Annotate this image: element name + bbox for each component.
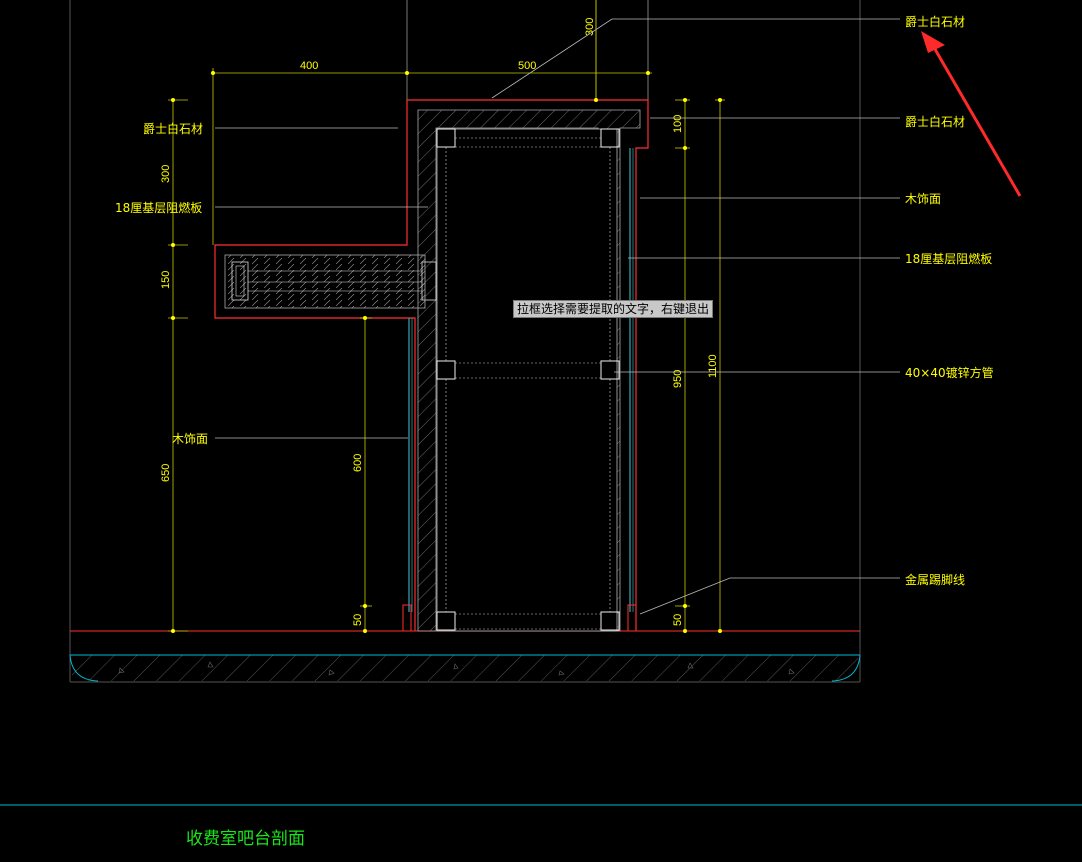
callout-wood-finish-left: 木饰面 [172, 432, 208, 446]
dimension-lines [168, 0, 725, 632]
dim-950: 950 [672, 370, 684, 388]
dim-150-left: 150 [160, 271, 172, 289]
dim-1100: 1100 [707, 354, 719, 378]
callout-jazz-stone-top: 爵士白石材 [905, 14, 965, 29]
dim-400: 400 [300, 60, 318, 72]
callout-steel-tube: 40×40镀锌方管 [905, 365, 994, 380]
leader-lines [215, 18, 900, 615]
dim-300-left: 300 [160, 165, 172, 183]
callout-jazz-stone-right: 爵士白石材 [905, 114, 965, 129]
floor-slab [69, 630, 861, 682]
callout-metal-skirting: 金属踢脚线 [905, 572, 965, 587]
counter-section [214, 99, 649, 632]
dim-600: 600 [352, 454, 364, 472]
callout-plywood-18-left: 18厘基层阻燃板 [115, 200, 202, 215]
dim-650-left: 650 [160, 464, 172, 482]
dimension-ticks [171, 71, 722, 633]
dim-50-right: 50 [672, 614, 684, 626]
dim-100-right: 100 [672, 115, 684, 133]
dim-50-inner: 50 [352, 614, 364, 626]
callout-wood-finish-right: 木饰面 [905, 192, 941, 206]
callout-jazz-stone-left: 爵士白石材 [143, 121, 203, 136]
text-extract-tooltip: 拉框选择需要提取的文字，右键退出 [513, 300, 714, 318]
dim-500: 500 [518, 60, 536, 72]
callout-plywood-18-right: 18厘基层阻燃板 [905, 251, 992, 266]
red-arrow-annotation [921, 31, 1022, 197]
drawing-title: 收费室吧台剖面 [186, 829, 305, 849]
